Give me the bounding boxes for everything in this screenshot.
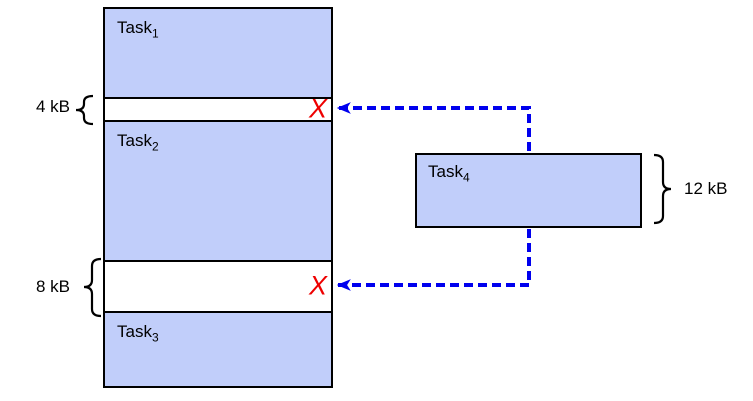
- free-gap-4kb: X: [105, 95, 331, 122]
- task2-label: Task2: [117, 131, 159, 154]
- curly-brace-8kb-icon: [83, 257, 102, 318]
- task3-label: Task3: [117, 322, 159, 345]
- size-label-12kb: 12 kB: [684, 179, 728, 198]
- incoming-task-box: Task4: [415, 153, 642, 228]
- reject-x-mark-4kb: X: [308, 93, 327, 124]
- memory-region-task3: Task3: [105, 313, 331, 386]
- arrow-to-4kb-gap-icon: [336, 102, 531, 151]
- curly-brace-4kb-icon: [75, 94, 94, 126]
- reject-x-mark-8kb: X: [308, 270, 327, 301]
- memory-column: Task1 X Task2 X Task3: [103, 7, 333, 388]
- size-label-8kb: 8 kB: [35, 277, 70, 296]
- region-divider: [105, 260, 331, 262]
- memory-region-task1: Task1: [105, 9, 331, 97]
- region-divider: [105, 97, 331, 99]
- task4-label: Task4: [428, 162, 470, 185]
- free-gap-8kb: X: [105, 262, 331, 311]
- task1-label: Task1: [117, 18, 159, 41]
- region-divider: [105, 311, 331, 313]
- memory-region-task2: Task2: [105, 122, 331, 260]
- arrow-to-8kb-gap-icon: [336, 229, 531, 291]
- region-divider: [105, 120, 331, 122]
- curly-brace-12kb-icon: [653, 153, 672, 225]
- size-label-4kb: 4 kB: [35, 97, 70, 116]
